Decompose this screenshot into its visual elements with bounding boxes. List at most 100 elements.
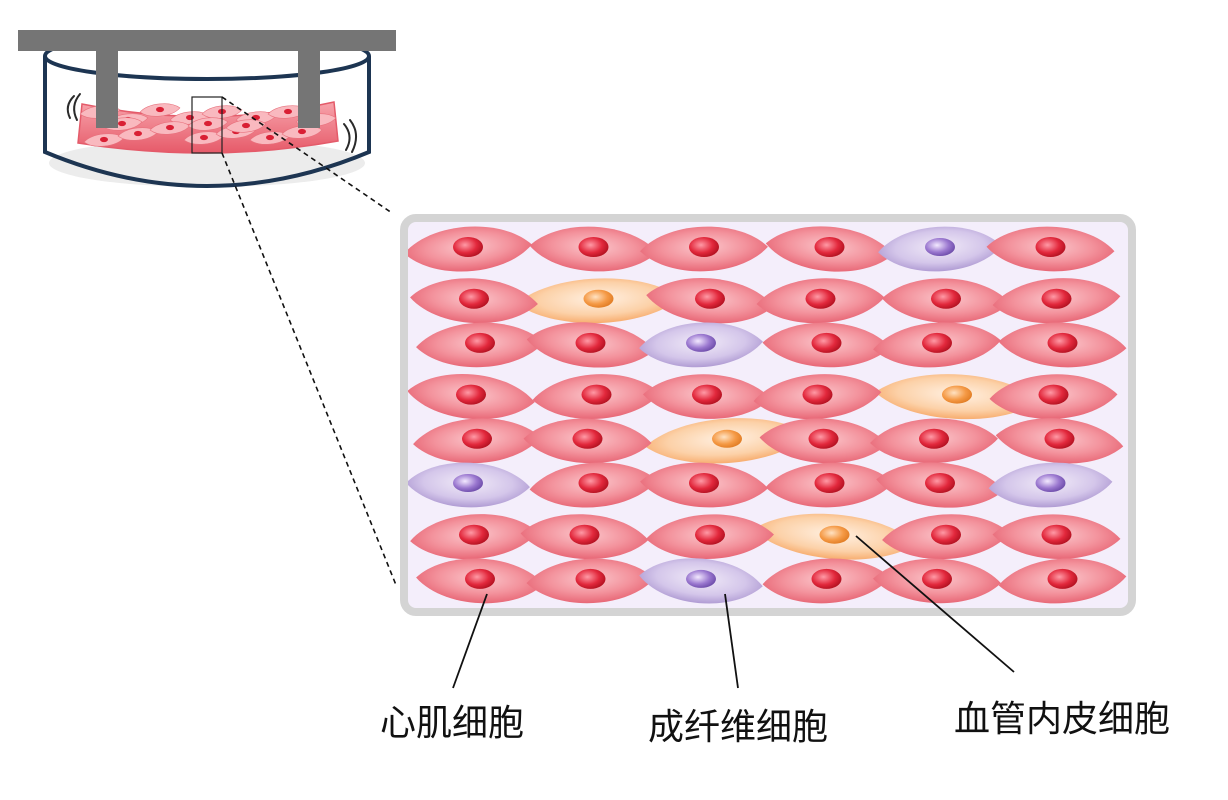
cell-nucleus — [465, 568, 495, 589]
cell-nucleus — [462, 428, 492, 449]
mini-nucleus — [166, 124, 174, 131]
label-cardiomyocyte: 心肌细胞 — [380, 703, 525, 744]
endothelial-cell — [639, 558, 763, 604]
fibroblast-cell — [875, 374, 1039, 420]
cell-nucleus — [919, 428, 949, 449]
cell-nucleus — [925, 473, 955, 493]
cell-nucleus — [569, 524, 600, 545]
cardiomyocyte-cell — [520, 514, 649, 560]
cardiomyocyte-cell — [753, 374, 882, 420]
cell-nucleus — [459, 524, 489, 545]
cell-nucleus — [575, 332, 606, 353]
cardiomyocyte-cell — [529, 226, 658, 272]
cell-nucleus — [686, 333, 716, 352]
cardiomyocyte-cell — [986, 226, 1115, 272]
mini-nucleus — [200, 134, 208, 141]
mini-cardiomyocyte-cell — [139, 103, 181, 117]
cardiomyocyte-cell — [529, 462, 658, 508]
zoom-lines — [221, 96, 397, 586]
cardiomyocyte-cell — [532, 374, 661, 420]
cell-nucleus — [811, 332, 842, 353]
cell-nucleus — [814, 237, 845, 257]
cell-nucleus — [931, 524, 961, 545]
mini-nucleus — [242, 122, 250, 129]
cell-nucleus — [583, 289, 614, 308]
cell-nucleus — [692, 384, 722, 405]
cardiomyocyte-cell — [526, 322, 655, 368]
mini-cardiomyocyte-cell — [225, 119, 267, 133]
mini-nucleus — [284, 108, 292, 115]
cardiomyocyte-cell — [407, 374, 535, 420]
cell-nucleus — [689, 237, 719, 257]
mini-nucleus — [134, 130, 142, 137]
cell-nucleus — [942, 385, 972, 404]
culture-dish — [18, 30, 396, 188]
fibroblast-cell — [752, 513, 917, 560]
cell-nucleus — [922, 332, 952, 353]
endothelial-cell — [406, 462, 530, 508]
cell-nucleus — [695, 288, 725, 309]
leader-fibroblast — [724, 593, 739, 689]
cardiomyocyte-cell — [882, 514, 1010, 560]
cell-nucleus — [578, 473, 609, 493]
cell-nucleus — [814, 473, 845, 493]
cardiomyocyte-cell — [643, 374, 771, 419]
endothelial-cell — [988, 462, 1113, 508]
cell-nucleus — [453, 237, 483, 257]
cardiomyocyte-cell — [413, 418, 541, 464]
holder-post-left — [96, 48, 118, 128]
zoom-source-box — [191, 96, 223, 154]
cell-nucleus — [1047, 332, 1078, 353]
cell-nucleus — [925, 238, 955, 256]
cardiomyocyte-cell — [416, 322, 544, 368]
cardiomyocyte-cell — [759, 418, 888, 464]
label-fibroblast: 成纤维细胞 — [648, 707, 829, 748]
vibration-marks — [66, 93, 357, 153]
cell-nucleus — [811, 568, 842, 589]
cardiomyocyte-cell — [762, 558, 891, 604]
leader-endothelial — [855, 535, 1015, 673]
cardiomyocyte-cell — [998, 558, 1127, 604]
cell-nucleus — [712, 429, 742, 448]
cardiomyocyte-cell — [646, 514, 774, 560]
cardiomyocyte-cell — [410, 514, 538, 560]
cardiomyocyte-cell — [762, 322, 891, 368]
mini-nucleus — [204, 120, 212, 127]
mini-cardiomyocyte-cell — [281, 125, 323, 139]
cell-nucleus — [1035, 237, 1066, 257]
cardiomyocyte-cell — [998, 322, 1127, 368]
mini-nucleus — [298, 128, 306, 135]
dish-wall — [43, 56, 371, 188]
cardiomyocyte-cell — [523, 418, 652, 464]
cell-nucleus — [1044, 428, 1075, 449]
cell-nucleus — [819, 525, 850, 544]
cell-nucleus — [456, 384, 486, 405]
tissue-strip — [77, 101, 339, 154]
cell-nucleus — [575, 568, 606, 589]
mini-nucleus — [186, 114, 194, 121]
cell-nucleus — [686, 569, 716, 588]
cell-nucleus — [695, 524, 725, 545]
cardiomyocyte-cell — [873, 322, 1001, 368]
leader-cardiomyocyte — [452, 593, 488, 689]
cardiomyocyte-cell — [765, 226, 894, 272]
holder-bar — [18, 30, 396, 51]
mini-cardiomyocyte-cell — [187, 117, 229, 131]
fibroblast-cell — [516, 278, 681, 323]
cardiomyocyte-cell — [992, 514, 1121, 560]
mini-nucleus — [156, 106, 164, 113]
cell-nucleus — [453, 474, 483, 492]
mini-nucleus — [266, 134, 274, 141]
cell-nucleus — [581, 384, 612, 405]
cell-nucleus — [572, 428, 603, 449]
cell-nucleus — [922, 568, 952, 589]
panel-border — [400, 214, 1136, 616]
endothelial-cell — [639, 322, 763, 368]
cell-nucleus — [689, 473, 719, 493]
fibroblast-cell — [645, 418, 809, 464]
cardiomyocyte-cell — [995, 418, 1124, 464]
cell-nucleus — [1038, 384, 1069, 405]
cell-nucleus — [1047, 568, 1078, 589]
cardiomyocyte-cell — [646, 278, 774, 324]
